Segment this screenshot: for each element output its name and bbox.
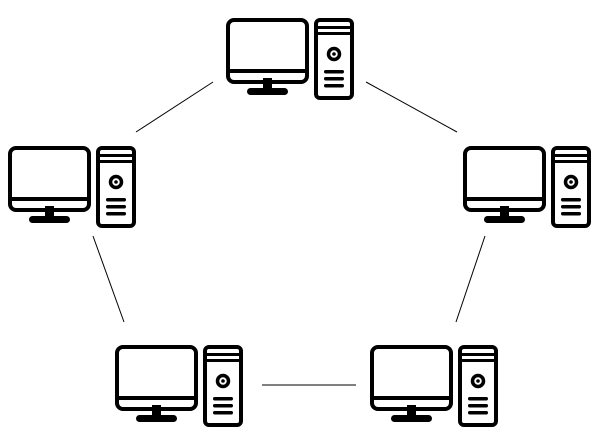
pc-tower-icon	[203, 345, 243, 427]
monitor-icon	[8, 146, 91, 223]
computer-nodes	[8, 18, 591, 427]
link-upper-right-to-lower-right	[455, 235, 486, 323]
pc-tower-icon	[314, 18, 354, 100]
desktop-computer-icon	[115, 345, 243, 427]
desktop-computer-icon	[8, 146, 136, 228]
monitor-icon	[370, 345, 453, 422]
monitor-icon	[226, 18, 309, 95]
pc-tower-icon	[458, 345, 498, 427]
pc-tower-icon	[551, 146, 591, 228]
desktop-computer-icon	[226, 18, 354, 100]
link-top-to-upper-left	[135, 81, 214, 133]
desktop-computer-icon	[370, 345, 498, 427]
link-upper-left-to-lower-left	[92, 235, 125, 323]
connection-lines	[92, 81, 486, 386]
monitor-icon	[463, 146, 546, 223]
monitor-icon	[115, 345, 198, 422]
pc-tower-icon	[96, 146, 136, 228]
desktop-computer-icon	[463, 146, 591, 228]
link-top-to-upper-right	[365, 81, 458, 133]
